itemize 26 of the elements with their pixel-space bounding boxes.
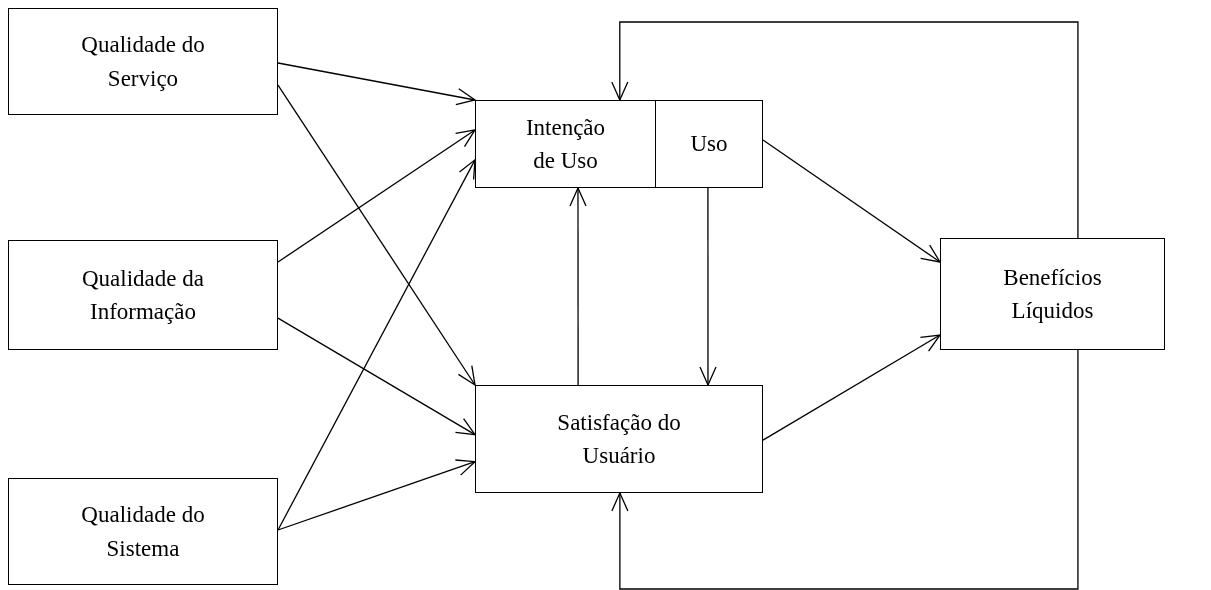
box-label: Satisfação do Usuário [556, 408, 682, 470]
arrow [277, 159, 476, 531]
arrow [611, 349, 1079, 590]
arrow [762, 334, 941, 441]
arrow [762, 139, 941, 263]
box-label: Benefícios Líquidos [1002, 263, 1103, 325]
box-label: Intenção de Uso [524, 113, 607, 175]
process-box [475, 385, 763, 493]
process-box [475, 100, 656, 188]
process-box [8, 8, 278, 115]
arrow [277, 84, 476, 386]
process-box [8, 240, 278, 350]
arrow [277, 62, 476, 106]
arrow [611, 21, 1079, 239]
process-box [940, 238, 1165, 350]
box-label: Uso [690, 130, 728, 159]
process-box [8, 478, 278, 585]
box-label: Qualidade da Informação [81, 264, 205, 326]
box-label: Qualidade do Serviço [80, 31, 206, 93]
box-label: Qualidade do Sistema [80, 501, 206, 563]
arrow [569, 187, 587, 386]
arrow [277, 459, 476, 531]
arrow [277, 317, 476, 436]
arrow [699, 187, 717, 386]
arrow [277, 129, 476, 263]
process-box [655, 100, 763, 188]
